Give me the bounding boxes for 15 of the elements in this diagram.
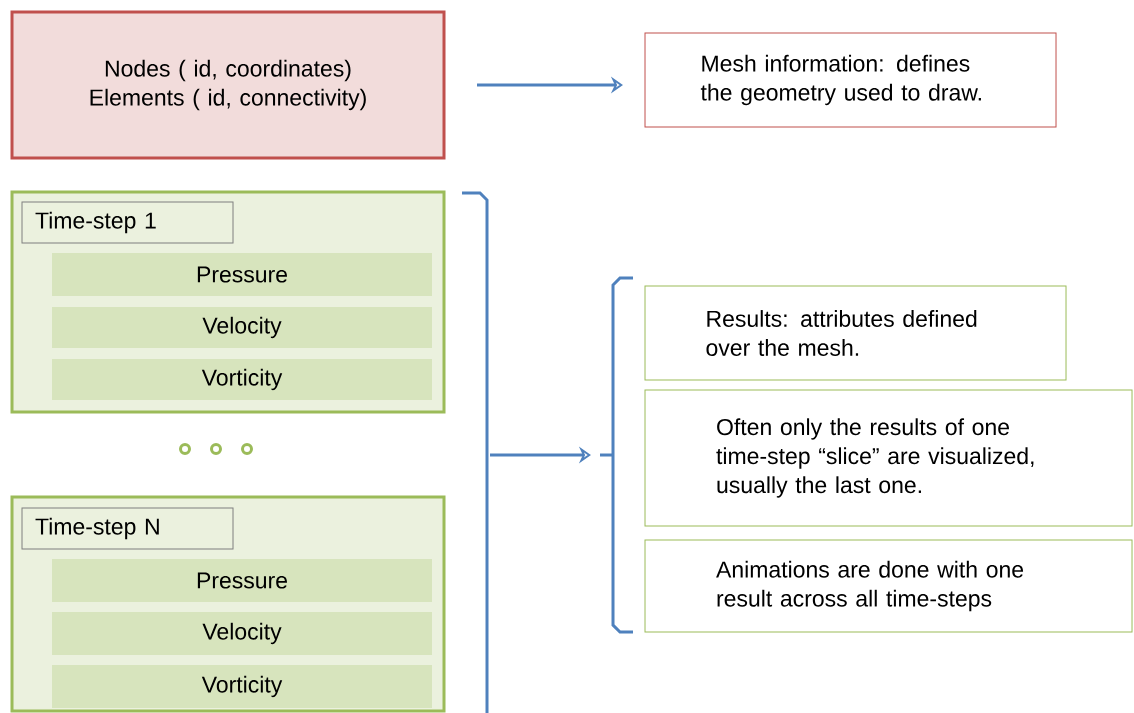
- bracket: [600, 276, 633, 634]
- note-box: Results: attributes defined over the mesh.: [644, 285, 1067, 381]
- mesh-box: Nodes ( id, coordinates) Elements ( id, connectivity): [10, 10, 446, 160]
- note-box: Animations are done with one result across all time-steps: [644, 539, 1133, 633]
- attribute-bar: Pressure: [52, 253, 432, 296]
- attribute-bar: Vorticity: [52, 665, 432, 708]
- attribute-bar: Pressure: [52, 559, 432, 602]
- bracket: [462, 191, 489, 713]
- note-box: Mesh information: defines the geometry used to draw.: [644, 32, 1057, 128]
- note-box: Often only the results of one time-step “slice” are visualized, usually the last one.: [644, 389, 1133, 527]
- attribute-bar: Velocity: [52, 612, 432, 655]
- time-step-label: Time-step 1: [21, 201, 234, 244]
- attribute-bar: Velocity: [52, 307, 432, 348]
- attribute-bar: Vorticity: [52, 359, 432, 400]
- time-step-label: Time-step N: [21, 507, 234, 550]
